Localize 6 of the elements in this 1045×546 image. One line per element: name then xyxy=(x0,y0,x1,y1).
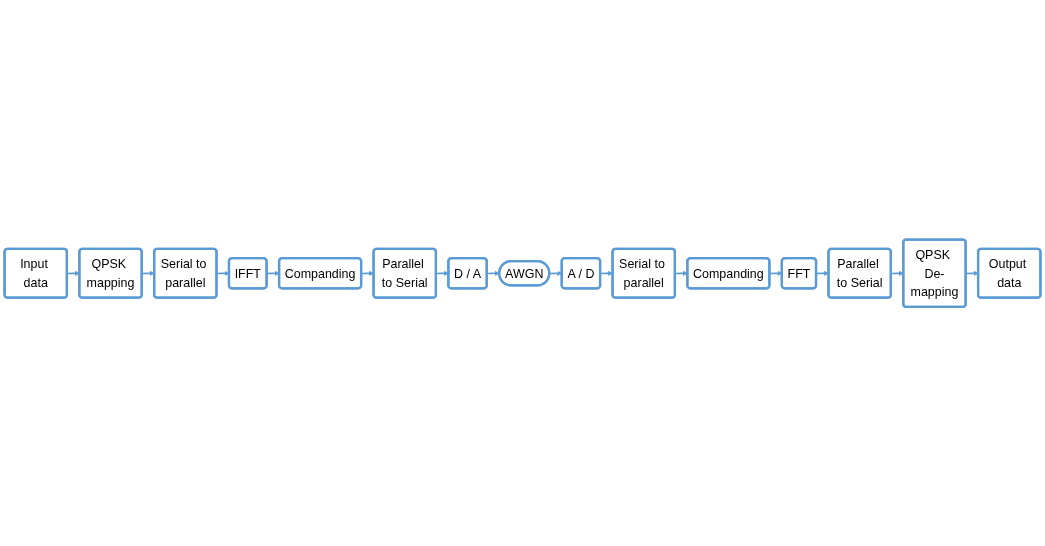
arrow xyxy=(486,270,500,276)
arrow xyxy=(965,270,979,276)
arrow xyxy=(66,270,80,276)
arrow xyxy=(266,270,280,276)
arrow xyxy=(890,270,904,276)
arrow xyxy=(141,270,155,276)
